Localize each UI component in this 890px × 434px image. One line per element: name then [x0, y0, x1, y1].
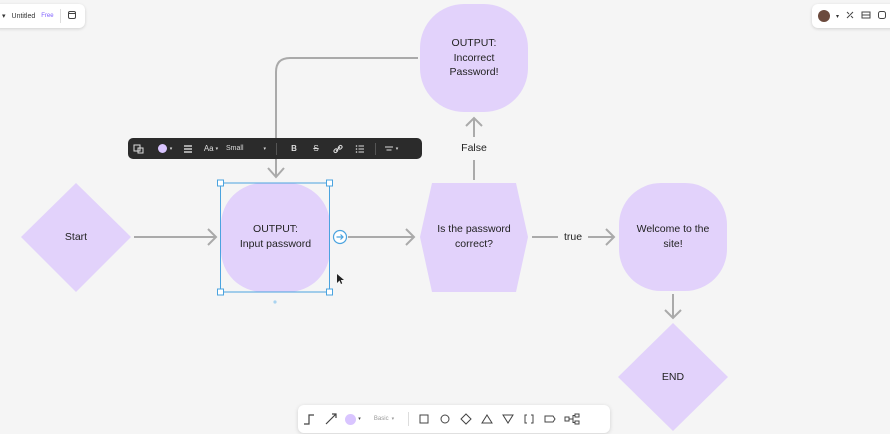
arrowhead — [664, 309, 682, 320]
rectangle-shape-icon[interactable] — [413, 413, 434, 425]
straight-connector-icon[interactable] — [320, 412, 342, 426]
collaboration-toolbar: ▾ — [812, 4, 890, 28]
fill-color-swatch — [345, 413, 357, 425]
font-size-select[interactable]: Small ▾ — [222, 145, 270, 152]
resize-handle[interactable] — [326, 288, 333, 296]
resize-handle[interactable] — [326, 179, 333, 187]
welcome-node[interactable] — [619, 183, 727, 291]
true-edge-label[interactable]: true — [563, 231, 583, 243]
inverted-triangle-shape-icon[interactable] — [497, 413, 518, 425]
chevron-down-icon: ▾ — [263, 145, 266, 152]
incorrect-password-node-label: OUTPUT: Incorrect Password! — [449, 37, 499, 79]
chevron-down-icon: ▾ — [358, 416, 361, 422]
arrowhead — [207, 228, 218, 246]
align-icon — [384, 146, 393, 150]
divider — [59, 9, 61, 23]
fill-color-button[interactable]: ▾ — [342, 413, 364, 425]
welcome-node-label: Welcome to the site! — [636, 223, 710, 250]
chevron-down-icon: ▾ — [395, 145, 399, 152]
chevron-down-icon: ▾ — [215, 145, 219, 152]
start-node-label: Start — [64, 231, 88, 243]
text-style-icon: Aa — [203, 144, 214, 153]
border-style-icon[interactable] — [178, 144, 200, 154]
align-button[interactable]: ▾ — [380, 144, 402, 154]
shape-style-value: Basic — [373, 416, 389, 422]
plan-badge[interactable]: Free — [41, 13, 54, 19]
resize-handle[interactable] — [217, 288, 224, 296]
arrowhead — [465, 116, 483, 127]
chevron-down-icon[interactable]: ▾ — [836, 13, 840, 20]
false-edge-label[interactable]: False — [461, 142, 487, 154]
document-title[interactable]: Untitled — [11, 12, 36, 20]
arrowhead-input — [267, 167, 285, 179]
creation-toolbar: ▾ Basic▾ — [298, 405, 610, 433]
input-password-node-label: OUTPUT: Input password — [239, 223, 312, 250]
fill-color-button[interactable]: ▾ — [152, 144, 178, 153]
connector-incorrect-to-input[interactable] — [275, 57, 418, 176]
divider — [375, 142, 376, 155]
rotate-handle[interactable] — [273, 300, 277, 304]
input-password-node[interactable] — [221, 183, 330, 292]
text-style-button[interactable]: Aa▾ — [200, 144, 222, 153]
divider — [408, 412, 409, 426]
fill-color-swatch — [157, 144, 167, 153]
font-size-value: Small — [226, 145, 244, 152]
start-node[interactable] — [21, 183, 131, 292]
divider — [276, 142, 277, 155]
end-node-label: END — [661, 371, 685, 383]
tag-shape-icon[interactable] — [539, 413, 560, 425]
triangle-shape-icon[interactable] — [476, 413, 497, 425]
chevron-down-icon: ▾ — [391, 416, 395, 422]
shape-type-icon[interactable] — [128, 144, 152, 154]
resize-handle[interactable] — [217, 179, 224, 187]
more-shapes-icon[interactable] — [560, 413, 584, 425]
password-check-node-label: Is the password correct? — [437, 223, 511, 250]
strikethrough-icon[interactable]: S — [313, 144, 319, 153]
chevron-down-icon: ▾ — [169, 145, 173, 152]
layers-icon[interactable] — [67, 10, 77, 22]
shape-style-select[interactable]: Basic▾ — [364, 416, 404, 422]
incorrect-password-node[interactable] — [420, 4, 528, 112]
arrowhead — [605, 228, 616, 246]
chevron-down-icon[interactable]: ▾ — [2, 13, 6, 20]
password-check-node[interactable] — [420, 183, 528, 292]
arrowhead — [405, 228, 416, 246]
format-toolbar: ▾ Aa▾ Small▾ B S ▾ — [128, 138, 422, 159]
bold-icon[interactable]: B — [291, 144, 297, 153]
bullet-list-icon[interactable] — [349, 144, 371, 154]
circle-shape-icon[interactable] — [434, 413, 455, 425]
bracket-shape-icon[interactable] — [518, 413, 539, 425]
mouse-cursor-icon — [337, 274, 344, 284]
avatar[interactable] — [818, 10, 830, 22]
diamond-shape-icon[interactable] — [455, 413, 476, 425]
present-icon[interactable] — [861, 10, 871, 22]
reactions-icon[interactable] — [845, 10, 855, 22]
elbow-connector-icon[interactable] — [298, 412, 320, 426]
selection-frame[interactable] — [217, 179, 348, 304]
end-node[interactable] — [618, 323, 728, 431]
link-icon[interactable] — [327, 144, 349, 154]
document-bar: ▾ Untitled Free — [0, 4, 85, 28]
share-icon[interactable] — [877, 10, 887, 22]
